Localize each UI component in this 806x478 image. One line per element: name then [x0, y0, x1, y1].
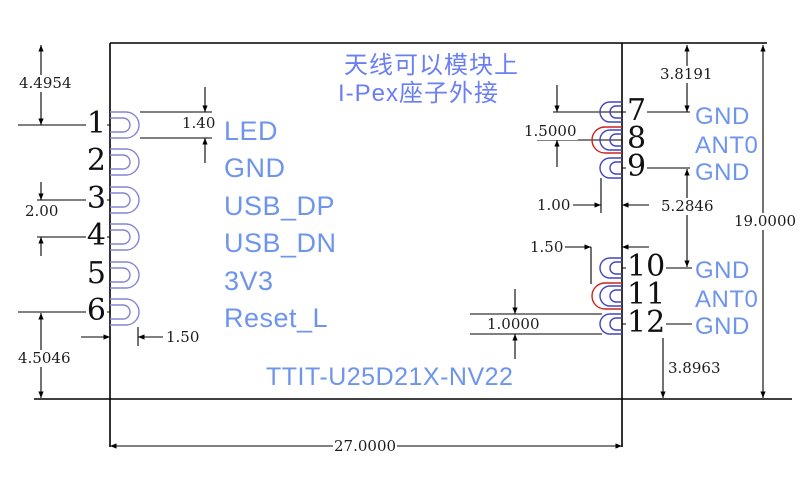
- pin-pad-7: [599, 101, 622, 123]
- pin-number-7: 7: [626, 93, 648, 128]
- dim-right-span: 5.2846: [660, 197, 715, 215]
- pin-pad-2: [110, 148, 140, 176]
- dim-left-pad-height: 1.40: [181, 114, 217, 132]
- dim-left-top: 4.4954: [18, 74, 73, 92]
- pin-label-gnd-9: GND: [695, 159, 750, 186]
- pin-label-usb-dn: USB_DN: [224, 228, 337, 258]
- pin-number-10: 10: [626, 249, 667, 284]
- dim-right-pad-outer: 1.50: [529, 238, 565, 256]
- pin-label-3v3: 3V3: [224, 266, 274, 296]
- dim-board-height: 19.0000: [733, 212, 798, 230]
- pin-pad-5: [110, 261, 140, 289]
- dim-board-width: 27.0000: [333, 437, 398, 455]
- dim-left-bottom: 4.5046: [17, 349, 72, 367]
- pin-label-usb-dp: USB_DP: [224, 191, 336, 221]
- pin-pad-9: [599, 157, 622, 179]
- pin-pad-4: [110, 223, 140, 251]
- pin-pad-1: [110, 111, 140, 139]
- pin-number-5: 5: [85, 256, 107, 291]
- pin-number-6: 6: [85, 293, 107, 328]
- pin-number-3: 3: [85, 181, 107, 216]
- pin-label-led: LED: [224, 116, 279, 146]
- antenna-note-line1: 天线可以模块上: [344, 52, 519, 79]
- pin-number-11: 11: [626, 277, 667, 312]
- pin-label-ant0-8: ANT0: [695, 132, 759, 159]
- dim-right-pad-inner: 1.00: [536, 196, 572, 214]
- pin-label-gnd-12: GND: [695, 313, 750, 340]
- module-outline: [34, 42, 792, 447]
- pin-pad-3: [110, 186, 140, 214]
- pin-number-4: 4: [85, 218, 107, 253]
- dim-right-pitch: 1.5000: [523, 122, 578, 140]
- pin-label-gnd-10: GND: [695, 257, 750, 284]
- dim-left-pad-width: 1.50: [165, 328, 201, 346]
- pin-label-gnd: GND: [224, 153, 286, 183]
- pin-number-1: 1: [85, 106, 107, 141]
- pin-pad-12: [599, 313, 622, 335]
- left-pin-pads: [110, 111, 140, 326]
- pin-pad-11: [591, 282, 622, 310]
- module-title: TTIT-U25D21X-NV22: [266, 363, 514, 391]
- pin-label-reset-l: Reset_L: [224, 303, 329, 333]
- pin-label-ant0-11: ANT0: [695, 286, 759, 313]
- dim-right-top: 3.8191: [659, 65, 714, 83]
- pin-number-9: 9: [626, 149, 648, 184]
- pin-number-2: 2: [85, 143, 107, 178]
- pin-pad-6: [110, 298, 140, 326]
- dim-left-pitch: 2.00: [24, 202, 60, 220]
- pin-extension-lines: [18, 111, 692, 346]
- dim-right-bottom: 3.8963: [667, 359, 722, 377]
- antenna-note-line2: I-Pex座子外接: [338, 80, 500, 107]
- pin-pad-8: [591, 126, 622, 154]
- pin-label-gnd-7: GND: [695, 103, 750, 130]
- pin-number-12: 12: [626, 305, 667, 340]
- dim-right-pad-height: 1.0000: [486, 315, 541, 333]
- right-pin-pads: [591, 101, 622, 335]
- pin-number-8: 8: [626, 121, 648, 156]
- pin-pad-10: [599, 257, 622, 279]
